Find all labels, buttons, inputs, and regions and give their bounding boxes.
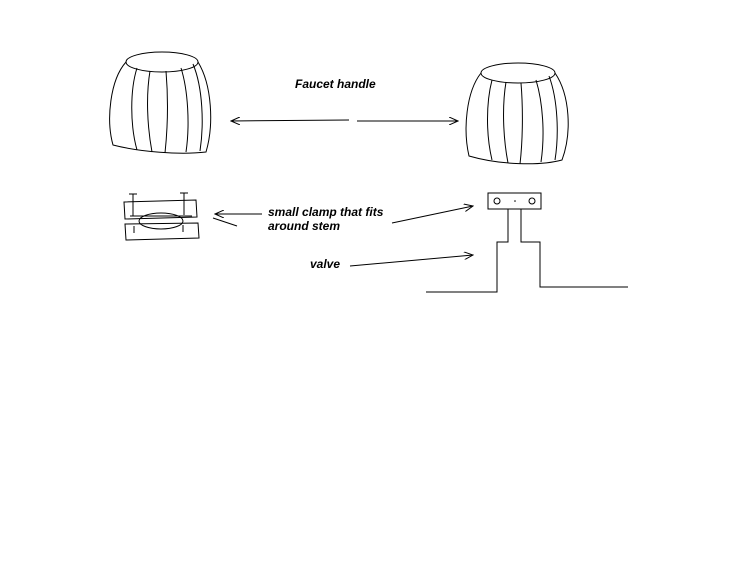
faucet-handle-left bbox=[109, 51, 212, 154]
valve-label: valve bbox=[310, 257, 341, 271]
arrow-clamp-right bbox=[391, 206, 473, 224]
faucet-handle-label: Faucet handle bbox=[295, 77, 376, 91]
arrow-faucet-left bbox=[231, 120, 350, 121]
faucet-handle-right bbox=[465, 62, 569, 165]
clamp-label-line2: around stem bbox=[268, 219, 341, 233]
valve-drawing bbox=[426, 192, 628, 293]
clamp-label-line1: small clamp that fits bbox=[268, 205, 384, 219]
arrow-valve bbox=[349, 255, 473, 267]
clamp-drawing bbox=[123, 192, 200, 241]
